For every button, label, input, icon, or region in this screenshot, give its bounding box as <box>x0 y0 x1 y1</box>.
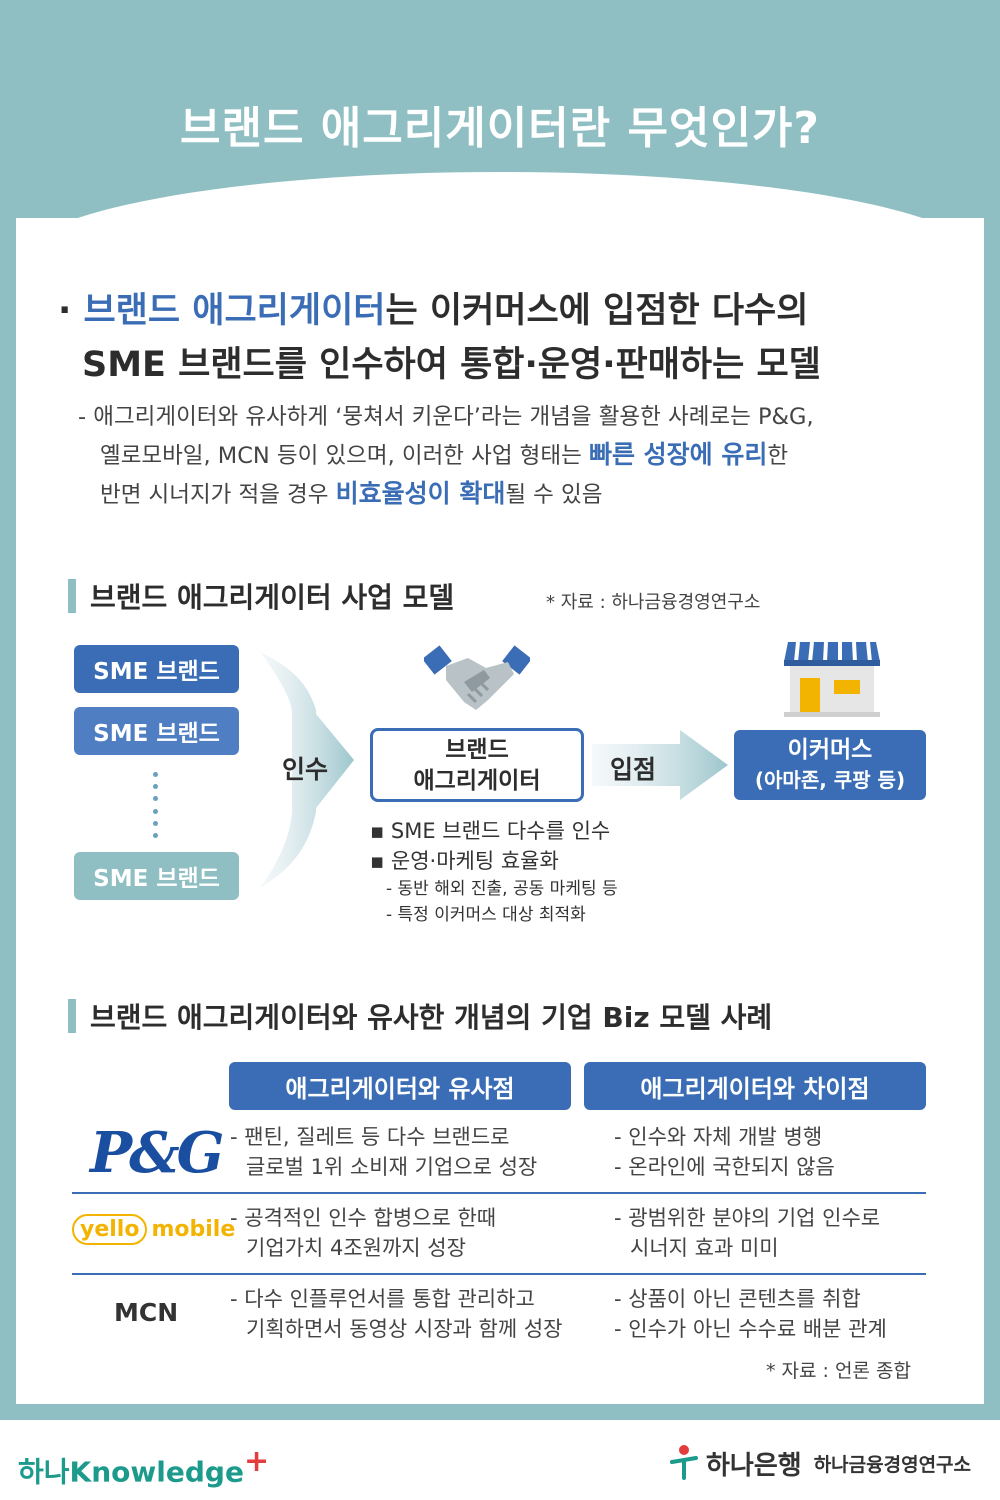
sub-line-2: 옐로모바일, MCN 등이 있으며, 이러한 사업 형태는 빠른 성장에 유리한 <box>78 436 968 475</box>
lead-line1-rest: 는 이커머스에 입점한 다수의 <box>385 291 809 331</box>
ecommerce-line1: 이커머스 <box>787 737 873 763</box>
sub-line-3: 반면 시너지가 적을 경우 비효율성이 확대될 수 있음 <box>78 475 968 514</box>
store-icon <box>784 641 880 717</box>
page-title: 브랜드 애그리게이터란 무엇인가? <box>180 103 820 154</box>
sub-highlight-inefficiency: 비효율성이 확대 <box>335 479 506 508</box>
section1-heading: 브랜드 애그리게이터 사업 모델 <box>68 576 454 616</box>
bullet-acquire: ▪ SME 브랜드 다수를 인수 <box>370 819 611 843</box>
section2-bar <box>68 999 76 1033</box>
column-header-similar: 애그리게이터와 유사점 <box>229 1062 571 1110</box>
hana-knowledge-logo: 하나Knowledge+ <box>18 1444 269 1490</box>
section1-source: * 자료 : 하나금융경영연구소 <box>546 592 761 613</box>
column-header-difference: 애그리게이터와 차이점 <box>584 1062 926 1110</box>
sub-line3-b: 될 수 있음 <box>505 482 603 508</box>
detail-optimize: - 특정 이커머스 대상 최적화 <box>386 905 586 925</box>
sub-line3-a: 반면 시너지가 적을 경우 <box>100 482 336 508</box>
mcn-diff-2: - 인수가 아닌 수수료 배분 관계 <box>614 1317 887 1341</box>
yellomobile-logo-b: mobile <box>151 1217 236 1242</box>
ellipsis-dots <box>153 772 159 838</box>
section1-title: 브랜드 애그리게이터 사업 모델 <box>90 581 455 614</box>
mcn-similar-2: 기획하면서 동영상 시장과 함께 성장 <box>246 1317 563 1341</box>
row-divider-1 <box>72 1192 926 1194</box>
sub-highlight-growth: 빠른 성장에 유리 <box>588 440 768 469</box>
aggregator-bullets: ▪ SME 브랜드 다수를 인수 ▪ 운영·마케팅 효율화 - 동반 해외 진출… <box>370 816 618 928</box>
hana-bank-brand: 하나은행 하나금융경영연구소 <box>668 1444 971 1482</box>
acquire-arrow-icon <box>260 652 354 888</box>
lead-line-2: SME 브랜드를 인수하여 통합·운영·판매하는 모델 <box>82 345 821 385</box>
section2-heading: 브랜드 애그리게이터와 유사한 개념의 기업 Biz 모델 사례 <box>68 996 772 1036</box>
section2-title: 브랜드 애그리게이터와 유사한 개념의 기업 Biz 모델 사례 <box>90 1001 773 1034</box>
mcn-diff-1: - 상품이 아닌 콘텐츠를 취합 <box>614 1287 861 1311</box>
pg-logo: P&G <box>90 1120 224 1186</box>
yello-difference: - 광범위한 분야의 기업 인수로 시너지 효과 미미 <box>614 1203 880 1263</box>
sub-line2-b: 한 <box>767 443 789 469</box>
lead-highlight: 브랜드 애그리게이터 <box>83 291 386 331</box>
pg-difference: - 인수와 자체 개발 병행 - 온라인에 국한되지 않음 <box>614 1122 835 1182</box>
yello-similar-2: 기업가치 4조원까지 성장 <box>246 1236 466 1260</box>
lead-line-1: · 브랜드 애그리게이터는 이커머스에 입점한 다수의 <box>58 284 821 338</box>
hana-knowledge-b: Knowledge <box>69 1455 244 1489</box>
lead-statement: · 브랜드 애그리게이터는 이커머스에 입점한 다수의 SME 브랜드를 인수하… <box>58 284 821 392</box>
section2-source: * 자료 : 언론 종합 <box>766 1360 911 1382</box>
aggregator-line2: 애그리게이터 <box>413 768 541 794</box>
mcn-label: MCN <box>114 1298 179 1327</box>
section1-bar <box>68 579 76 613</box>
ecommerce-box: 이커머스 (아마존, 쿠팡 등) <box>734 730 926 800</box>
handshake-icon <box>424 645 530 710</box>
sub-line2-a: 옐로모바일, MCN 등이 있으며, 이러한 사업 형태는 <box>100 443 589 469</box>
yello-diff-2: 시너지 효과 미미 <box>630 1236 779 1260</box>
sub-paragraph: - 애그리게이터와 유사하게 ‘뭉쳐서 키운다’라는 개념을 활용한 사례로는 … <box>78 398 968 514</box>
yello-similar: - 공격적인 인수 합병으로 한때 기업가치 4조원까지 성장 <box>230 1203 496 1263</box>
yello-similar-1: - 공격적인 인수 합병으로 한때 <box>230 1206 497 1230</box>
mcn-similar: - 다수 인플루언서를 통합 관리하고 기획하면서 동영상 시장과 함께 성장 <box>230 1284 563 1344</box>
sub-line-1: - 애그리게이터와 유사하게 ‘뭉쳐서 키운다’라는 개념을 활용한 사례로는 … <box>78 404 814 430</box>
yello-diff-1: - 광범위한 분야의 기업 인수로 <box>614 1206 881 1230</box>
acquire-label: 인수 <box>282 755 329 784</box>
detail-overseas: - 동반 해외 진출, 공동 마케팅 등 <box>386 879 618 899</box>
mcn-difference: - 상품이 아닌 콘텐츠를 취합 - 인수가 아닌 수수료 배분 관계 <box>614 1284 887 1344</box>
hana-institute-name: 하나금융경영연구소 <box>813 1453 972 1476</box>
aggregator-box: 브랜드 애그리게이터 <box>370 728 584 802</box>
hana-bank-logo-icon <box>670 1445 698 1480</box>
ecommerce-line2: (아마존, 쿠팡 등) <box>754 768 906 792</box>
yellomobile-logo: yello mobile <box>72 1214 235 1245</box>
sme-brand-box-1: SME 브랜드 <box>74 645 239 693</box>
lead-bullet: · <box>58 291 72 331</box>
sme-brand-box-3: SME 브랜드 <box>74 852 239 900</box>
pg-similar-2: 글로벌 1위 소비재 기업으로 성장 <box>246 1155 538 1179</box>
mcn-similar-1: - 다수 인플루언서를 통합 관리하고 <box>230 1287 535 1311</box>
hana-bank-name: 하나은행 <box>706 1450 802 1481</box>
pg-similar: - 팬틴, 질레트 등 다수 브랜드로 글로벌 1위 소비재 기업으로 성장 <box>230 1122 537 1182</box>
hana-knowledge-a: 하나 <box>18 1455 70 1489</box>
aggregator-line1: 브랜드 <box>445 737 509 763</box>
sme-brand-box-2: SME 브랜드 <box>74 707 239 755</box>
bullet-efficiency: ▪ 운영·마케팅 효율화 <box>370 849 559 873</box>
yellomobile-logo-a: yello <box>72 1214 148 1245</box>
hana-knowledge-plus: + <box>243 1444 270 1479</box>
pg-similar-1: - 팬틴, 질레트 등 다수 브랜드로 <box>230 1125 510 1149</box>
enter-arrow-icon <box>592 730 728 800</box>
footer <box>0 1420 1000 1500</box>
enter-label: 입점 <box>610 755 657 784</box>
content-panel <box>16 218 984 1404</box>
pg-diff-2: - 온라인에 국한되지 않음 <box>614 1155 835 1179</box>
pg-diff-1: - 인수와 자체 개발 병행 <box>614 1125 823 1149</box>
row-divider-2 <box>72 1273 926 1275</box>
